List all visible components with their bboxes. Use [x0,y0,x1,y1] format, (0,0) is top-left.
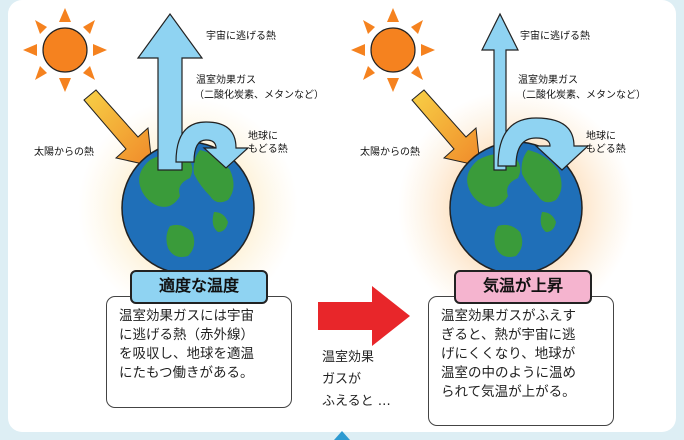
right-scene [351,8,634,326]
sun-heat-label: 太陽からの熱 [34,147,94,158]
greenhouse-gas-label: 温室効果ガス [196,75,256,86]
escape-heat-label: 宇宙に逃げる熱 [206,31,276,42]
return-heat-label-2: もどる熱 [248,144,288,155]
greenhouse-gas-examples: （二酸化炭素、メタンなど） [516,90,646,101]
middle-line: ガスが [322,372,362,387]
left-scene [23,8,298,318]
earth-icon [449,141,583,275]
return-heat-arrow [175,121,250,169]
description-line: を吸収し、地球を適温 [119,346,254,362]
return-heat-label: 地球に [248,131,278,142]
description-line: ぎると、熱が宇宙に逃 [441,327,576,343]
description-line: に逃げる熱（赤外線） [119,327,254,343]
return-heat-arrow [497,117,590,171]
return-heat-label: 地球に [586,131,616,142]
return-heat-label-2: もどる熱 [586,144,626,155]
middle-line: ふえると … [322,394,391,409]
greenhouse-gas-label: 温室効果ガス [518,75,578,86]
greenhouse-gas-examples: （二酸化炭素、メタンなど） [194,90,324,101]
description-line: にたもつ働きがある。 [119,365,254,381]
description-line: られて気温が上がる。 [441,384,576,400]
description-line: 温室の中のように温め [441,365,576,381]
sun-icon [23,8,107,92]
middle-line: 温室効果 [322,350,375,365]
left-status-tag: 適度な温度 [130,270,268,304]
description-line: 温室効果ガスがふえす [441,308,576,324]
sun-heat-arrow [411,89,481,167]
description-line: げにくくなり、地球が [441,346,576,362]
escape-heat-label: 宇宙に逃げる熱 [520,31,590,42]
right-description-box: 温室効果ガスがふえす ぎると、熱が宇宙に逃 げにくくなり、地球が 温室の中のよう… [428,296,614,426]
sun-heat-label: 太陽からの熱 [360,147,420,158]
bottom-notch [334,431,350,440]
left-description-box: 温室効果ガスには宇宙 に逃げる熱（赤外線） を吸収し、地球を適温 にたもつ働きが… [106,296,292,408]
description-line: 温室効果ガスには宇宙 [119,308,254,324]
sun-icon [351,8,435,92]
right-status-tag: 気温が上昇 [454,270,592,304]
sun-heat-arrow [83,89,153,167]
transition-arrow [318,286,410,346]
